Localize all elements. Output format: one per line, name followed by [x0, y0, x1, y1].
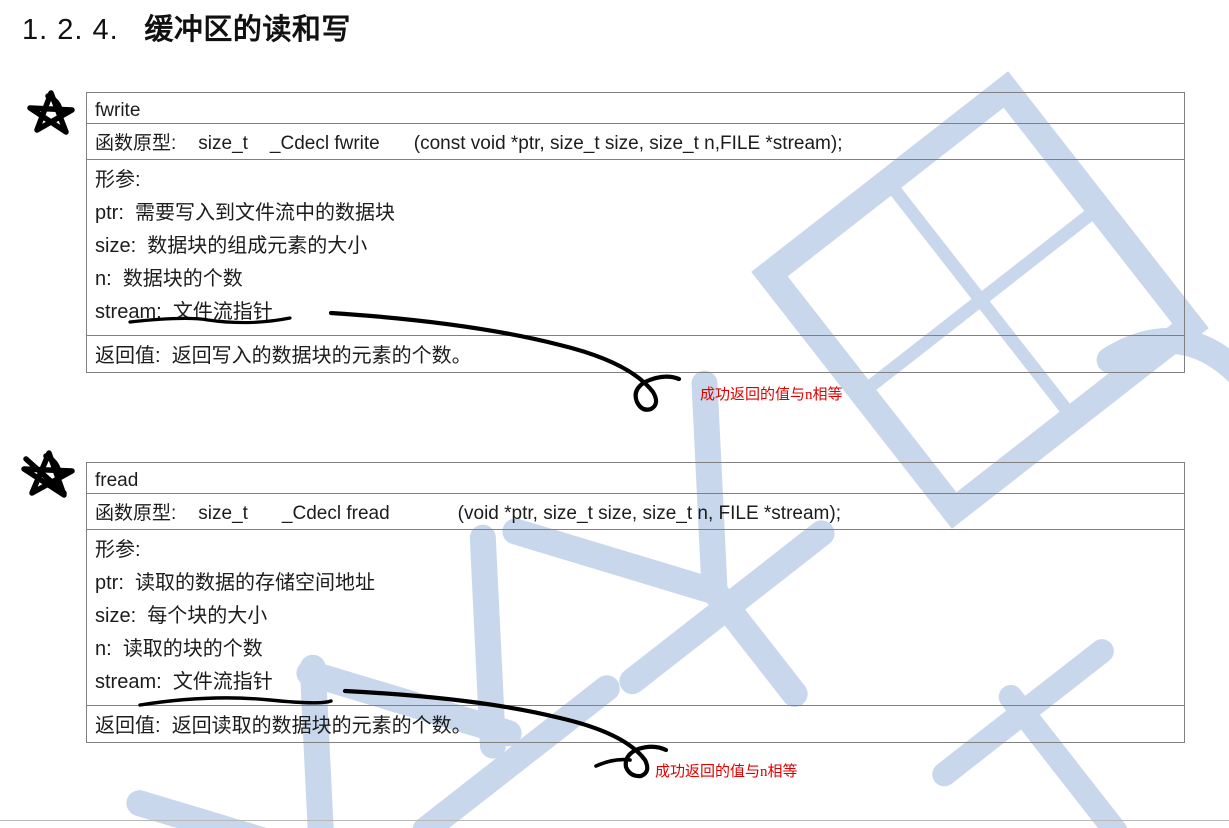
prototype-row: 函数原型: size_t _Cdecl fwrite (const void *ptr…: [87, 124, 1184, 160]
prototype-signature: (void *ptr, size_t size, size_t n, FILE …: [457, 503, 841, 524]
prototype-calling-convention: _Cdecl: [269, 133, 330, 154]
prototype-label: 函数原型:: [95, 133, 177, 154]
param-name: size:: [95, 605, 137, 627]
param-desc: 文件流指针: [172, 671, 273, 693]
page-bottom-rule: [0, 820, 1229, 821]
function-name: fread: [95, 470, 139, 491]
prototype-function-name: fwrite: [334, 133, 380, 154]
prototype-signature: (const void *ptr, size_t size, size_t n,…: [413, 133, 843, 154]
function-name-row: fwrite: [87, 93, 1184, 124]
prototype-label: 函数原型:: [95, 503, 177, 524]
param-name: stream:: [95, 301, 162, 323]
param-item-size: size: 每个块的大小: [95, 600, 1184, 633]
params-header: 形参:: [95, 539, 141, 561]
page-title: 1. 2. 4. 缓冲区的读和写: [22, 6, 351, 48]
return-value-label: 返回值:: [95, 715, 161, 737]
heading-text: 缓冲区的读和写: [144, 14, 351, 46]
heading-number: 1. 2. 4.: [22, 14, 119, 46]
return-value-desc: 返回读取的数据块的元素的个数。: [171, 715, 472, 737]
param-desc: 数据块的组成元素的大小: [147, 235, 368, 257]
param-desc: 读取的数据的存储空间地址: [135, 572, 376, 594]
param-item-n: n: 数据块的个数: [95, 263, 1184, 296]
param-desc: 文件流指针: [172, 301, 273, 323]
param-name: ptr:: [95, 572, 124, 594]
prototype-return-type: size_t: [198, 133, 248, 154]
return-value-row: 返回值: 返回读取的数据块的元素的个数。: [87, 706, 1184, 742]
prototype-calling-convention: _Cdecl: [281, 503, 342, 524]
param-name: n:: [95, 638, 112, 660]
function-name-row: fread: [87, 463, 1184, 494]
annotation-fwrite: 成功返回的值与n相等: [700, 387, 843, 403]
param-name: n:: [95, 268, 112, 290]
return-value-row: 返回值: 返回写入的数据块的元素的个数。: [87, 336, 1184, 372]
star-mark-icon: [21, 450, 75, 498]
param-item-stream: stream: 文件流指针: [95, 296, 1184, 329]
param-name: size:: [95, 235, 137, 257]
param-item-ptr: ptr: 需要写入到文件流中的数据块: [95, 197, 1184, 230]
prototype-return-type: size_t: [198, 503, 248, 524]
param-desc: 数据块的个数: [122, 268, 243, 290]
param-desc: 需要写入到文件流中的数据块: [135, 202, 396, 224]
annotation-fread: 成功返回的值与n相等: [655, 764, 798, 780]
param-item-n: n: 读取的块的个数: [95, 633, 1184, 666]
api-table-fread: fread 函数原型: size_t _Cdecl fread (void *ptr,…: [86, 462, 1185, 743]
params-row: 形参: ptr: 读取的数据的存储空间地址 size: 每个块的大小 n: 读取…: [87, 530, 1184, 706]
param-desc: 每个块的大小: [147, 605, 268, 627]
prototype-function-name: fread: [346, 503, 390, 524]
star-mark-icon: [27, 90, 75, 135]
prototype-row: 函数原型: size_t _Cdecl fread (void *ptr, size_…: [87, 494, 1184, 530]
param-name: ptr:: [95, 202, 124, 224]
params-row: 形参: ptr: 需要写入到文件流中的数据块 size: 数据块的组成元素的大小…: [87, 160, 1184, 336]
api-table-fwrite: fwrite 函数原型: size_t _Cdecl fwrite (const vo…: [86, 92, 1185, 373]
return-value-desc: 返回写入的数据块的元素的个数。: [171, 345, 472, 367]
param-item-ptr: ptr: 读取的数据的存储空间地址: [95, 567, 1184, 600]
params-header: 形参:: [95, 169, 141, 191]
param-item-size: size: 数据块的组成元素的大小: [95, 230, 1184, 263]
return-value-label: 返回值:: [95, 345, 161, 367]
param-item-stream: stream: 文件流指针: [95, 666, 1184, 699]
function-name: fwrite: [95, 100, 141, 121]
param-name: stream:: [95, 671, 162, 693]
param-desc: 读取的块的个数: [122, 638, 263, 660]
